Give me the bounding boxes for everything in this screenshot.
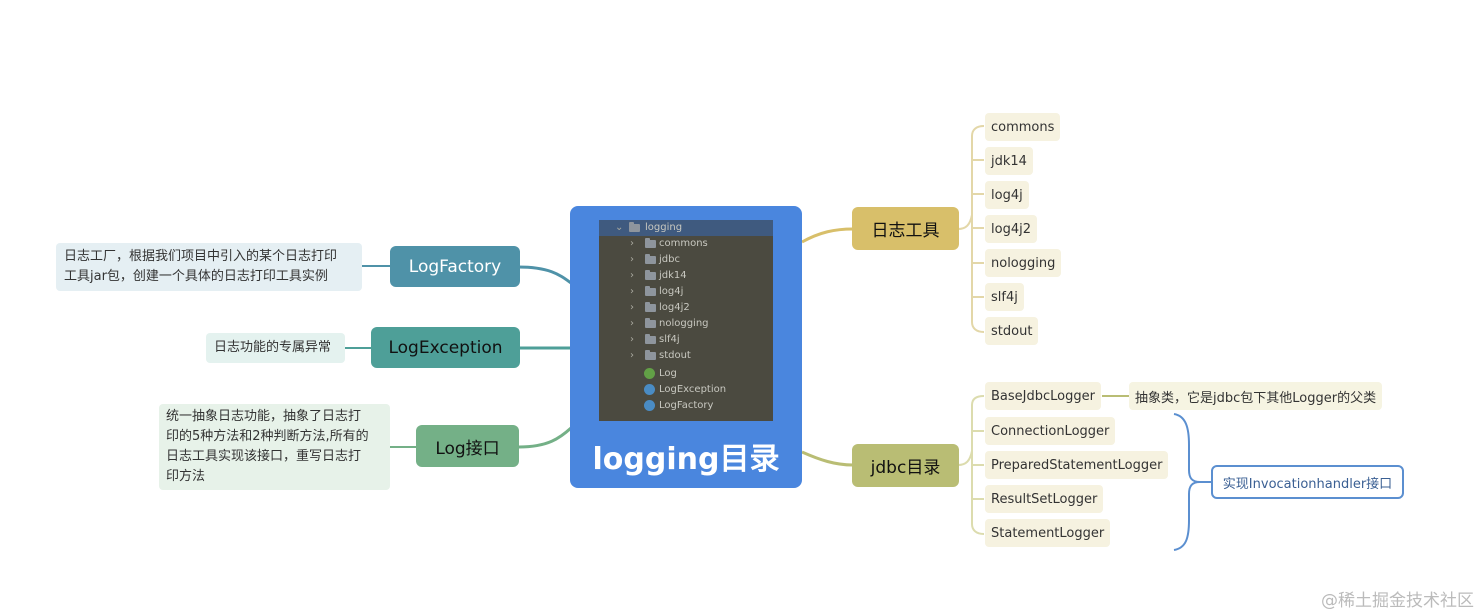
logtools-node[interactable]: 日志工具 bbox=[852, 207, 959, 250]
tree-label: jdbc bbox=[659, 254, 680, 265]
watermark: @稀土掘金技术社区 bbox=[1321, 591, 1474, 611]
folder-icon bbox=[645, 270, 656, 280]
chevron-right-icon: › bbox=[630, 286, 634, 297]
leaf-jdk14[interactable]: jdk14 bbox=[985, 147, 1033, 175]
connector-loginterface bbox=[518, 426, 573, 449]
tree-label: nologging bbox=[659, 318, 709, 329]
loginterface-node[interactable]: Log接口 bbox=[416, 425, 519, 467]
tree-label: slf4j bbox=[659, 334, 680, 345]
tree-label: stdout bbox=[659, 350, 691, 361]
tree-row-log4j2: › log4j2 bbox=[599, 300, 773, 316]
tree-label: log4j bbox=[659, 286, 684, 297]
connector-jdbcdir bbox=[801, 450, 854, 467]
class-icon bbox=[644, 400, 655, 411]
note-line: 日志功能的专属异常 bbox=[214, 340, 332, 355]
chevron-right-icon: › bbox=[630, 238, 634, 249]
tree-row-jdk14: › jdk14 bbox=[599, 268, 773, 284]
tree-label: jdk14 bbox=[659, 270, 687, 281]
tree-label: LogFactory bbox=[659, 400, 714, 411]
logexception-node[interactable]: LogException bbox=[371, 327, 520, 368]
folder-icon bbox=[645, 254, 656, 264]
note-line: 日志工具实现该接口，重写日志打 bbox=[166, 449, 362, 464]
tree-label: LogException bbox=[659, 384, 727, 395]
chevron-right-icon: › bbox=[630, 334, 634, 345]
chevron-right-icon: › bbox=[630, 270, 634, 281]
leaf-basejdbclogger[interactable]: BaseJdbcLogger bbox=[985, 382, 1101, 410]
logfactory-node[interactable]: LogFactory bbox=[390, 246, 520, 287]
interface-icon bbox=[644, 368, 655, 379]
jdbcdir-node[interactable]: jdbc目录 bbox=[852, 444, 959, 487]
folder-icon bbox=[645, 318, 656, 328]
tree-row-logging: ⌄ logging bbox=[599, 220, 773, 236]
tree-label: log4j2 bbox=[659, 302, 690, 313]
folder-icon bbox=[629, 222, 640, 232]
leaf-log4j[interactable]: log4j bbox=[985, 181, 1029, 209]
leaf-log4j2[interactable]: log4j2 bbox=[985, 215, 1037, 243]
class-icon bbox=[644, 384, 655, 395]
tree-row-slf4j: › slf4j bbox=[599, 332, 773, 348]
note-line: 统一抽象日志功能，抽象了日志打 bbox=[166, 409, 362, 424]
tree-row-log4j: › log4j bbox=[599, 284, 773, 300]
tree-row-logfactory: LogFactory bbox=[599, 398, 773, 414]
invocationhandler-note: 实现Invocationhandler接口 bbox=[1211, 465, 1404, 499]
note-line: 印的5种方法和2种判断方法,所有的 bbox=[166, 429, 369, 444]
tree-row-logexception: LogException bbox=[599, 382, 773, 398]
tree-label: logging bbox=[645, 222, 683, 233]
leaf-statementlogger[interactable]: StatementLogger bbox=[985, 519, 1111, 547]
tree-row-log: Log bbox=[599, 366, 773, 382]
connector-logtools bbox=[801, 227, 854, 244]
note-line: 工具jar包，创建一个具体的日志打印工具实例 bbox=[64, 269, 328, 284]
folder-icon bbox=[645, 238, 656, 248]
chevron-right-icon: › bbox=[630, 302, 634, 313]
tree-row-stdout: › stdout bbox=[599, 348, 773, 364]
chevron-right-icon: › bbox=[630, 350, 634, 361]
logexception-note: 日志功能的专属异常 bbox=[206, 333, 345, 363]
note-line: 印方法 bbox=[166, 469, 206, 484]
leaf-resultsetlogger[interactable]: ResultSetLogger bbox=[985, 485, 1104, 513]
folder-icon bbox=[645, 302, 656, 312]
folder-icon bbox=[645, 334, 656, 344]
connector-logfactory bbox=[517, 265, 572, 285]
leaf-slf4j[interactable]: slf4j bbox=[985, 283, 1024, 311]
jdbcdir-bracket bbox=[957, 395, 985, 535]
chevron-right-icon: › bbox=[630, 254, 634, 265]
tree-label: commons bbox=[659, 238, 708, 249]
tree-label: Log bbox=[659, 368, 677, 379]
folder-icon bbox=[645, 350, 656, 360]
tree-row-jdbc: › jdbc bbox=[599, 252, 773, 268]
logtools-bracket bbox=[957, 125, 985, 333]
note-line: 日志工厂，根据我们项目中引入的某个日志打印 bbox=[64, 249, 338, 264]
center-title: logging目录 bbox=[592, 442, 780, 477]
logfactory-note: 日志工厂，根据我们项目中引入的某个日志打印 工具jar包，创建一个具体的日志打印… bbox=[56, 243, 362, 291]
leaf-connectionlogger[interactable]: ConnectionLogger bbox=[985, 417, 1116, 445]
tree-row-commons: › commons bbox=[599, 236, 773, 252]
chevron-down-icon: ⌄ bbox=[615, 222, 624, 233]
chevron-right-icon: › bbox=[630, 318, 634, 329]
folder-icon bbox=[645, 286, 656, 296]
leaf-commons[interactable]: commons bbox=[985, 113, 1061, 141]
group-brace bbox=[1173, 413, 1201, 551]
base-jdbc-note: 抽象类，它是jdbc包下其他Logger的父类 bbox=[1129, 382, 1383, 410]
tree-row-nologging: › nologging bbox=[599, 316, 773, 332]
leaf-stdout[interactable]: stdout bbox=[985, 317, 1039, 345]
leaf-preparedstatementlogger[interactable]: PreparedStatementLogger bbox=[985, 451, 1169, 479]
loginterface-note: 统一抽象日志功能，抽象了日志打 印的5种方法和2种判断方法,所有的 日志工具实现… bbox=[159, 404, 390, 490]
center-node[interactable]: ⌄ logging › commons › jdbc › jdk14 › log… bbox=[570, 206, 802, 488]
leaf-nologging[interactable]: nologging bbox=[985, 249, 1062, 277]
project-tree-screenshot: ⌄ logging › commons › jdbc › jdk14 › log… bbox=[599, 220, 773, 421]
